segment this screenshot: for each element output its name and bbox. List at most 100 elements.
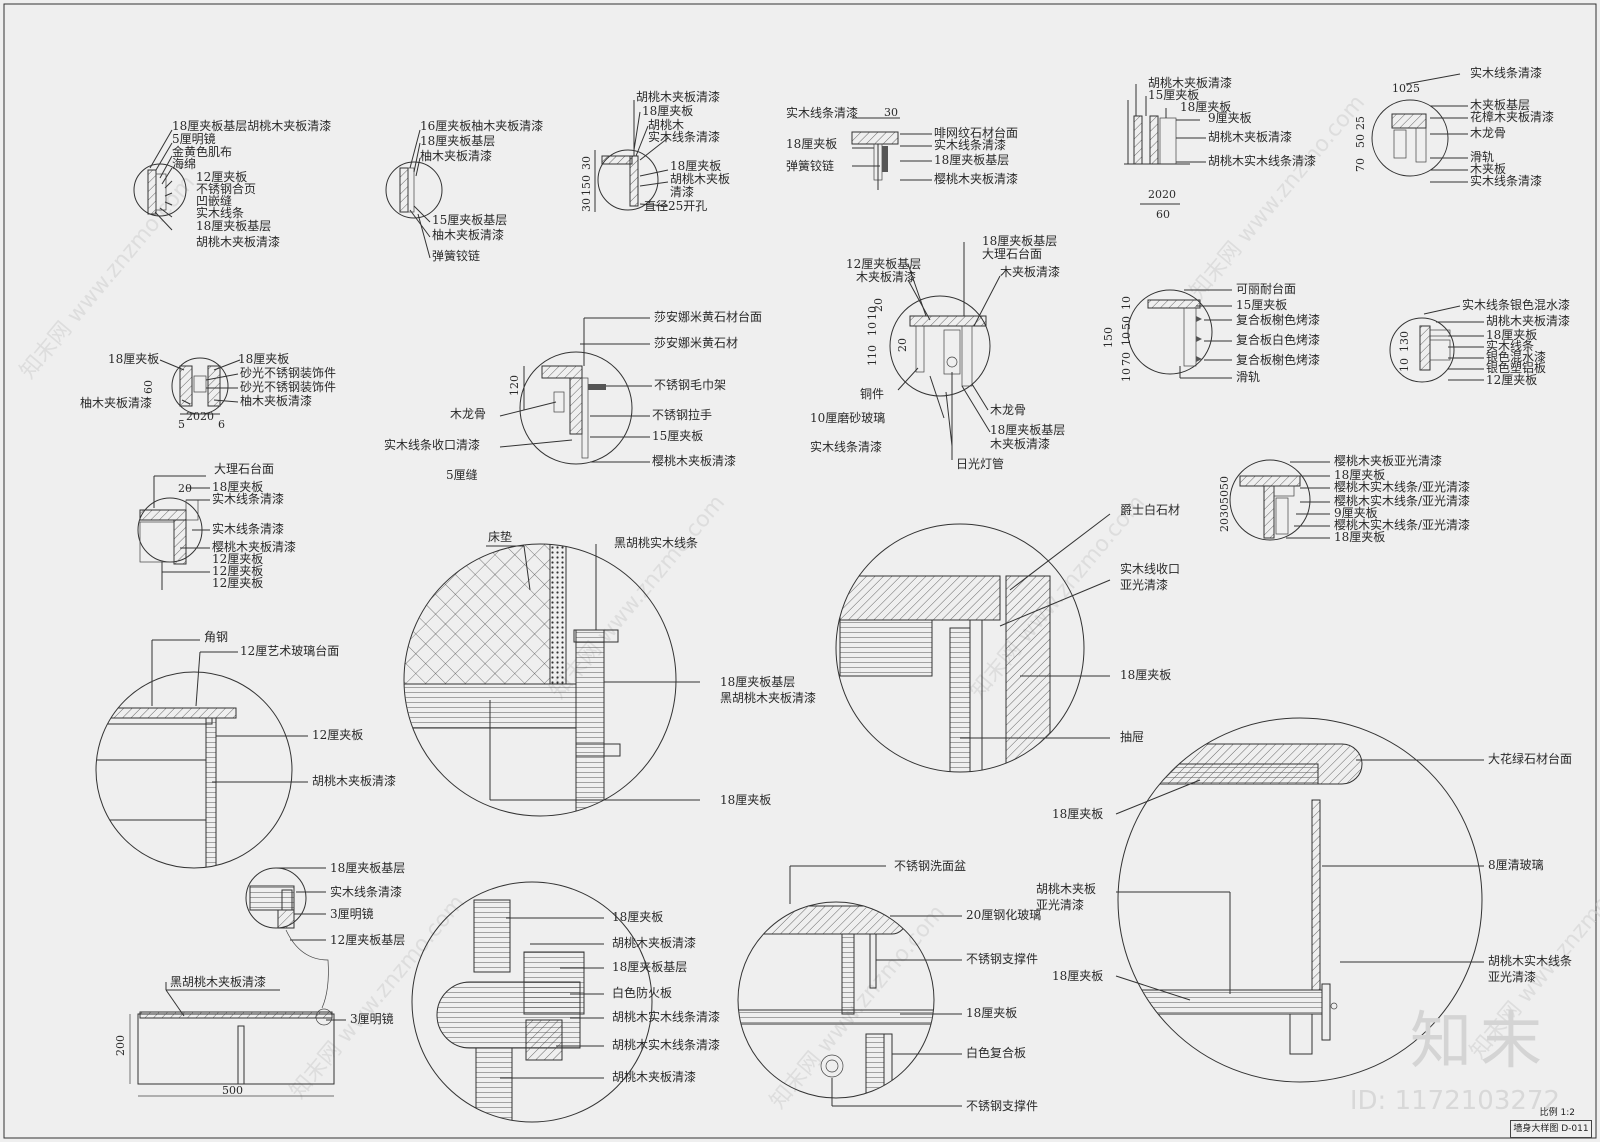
label: 5厘缝 — [446, 467, 478, 482]
label: 18厘夹板 — [1334, 530, 1385, 544]
dimension: 30 — [580, 156, 593, 170]
dimension: 1025 — [1392, 82, 1420, 95]
detail-12: 大理石台面 18厘夹板 实木线条清漆 实木线条清漆 樱桃木夹板清漆 12厘夹板 … — [137, 461, 296, 590]
label: 胡桃木夹板清漆 — [612, 935, 696, 950]
label: 大理石台面 — [982, 246, 1042, 261]
label: 银色混水漆 — [1486, 350, 1546, 364]
label: 柚木夹板清漆 — [80, 395, 152, 410]
dimension: 2020 — [186, 410, 214, 423]
dimension: 10 — [1120, 332, 1133, 346]
dimension: 50 — [1218, 476, 1231, 490]
label: 莎安娜米黄石材台面 — [654, 309, 762, 324]
label: 抽屉 — [1120, 730, 1144, 744]
label: 18厘夹板基层 — [420, 134, 495, 148]
detail-3: 胡桃木夹板清漆 18厘夹板 胡桃木 实木线条清漆 18厘夹板 胡桃木夹板 清漆 … — [580, 89, 730, 213]
label: 樱桃木夹板清漆 — [934, 171, 1018, 186]
label: 实木线条 — [196, 205, 244, 220]
label: 18厘夹板基层 — [990, 423, 1065, 437]
dimension: 30 — [1218, 504, 1231, 518]
label: 胡桃木夹板清漆 — [1148, 75, 1232, 90]
detail-8: 莎安娜米黄石材台面 莎安娜米黄石材 不锈钢毛巾架 木龙骨 不锈钢拉手 实木线条收… — [384, 309, 762, 482]
label: 18厘夹板基层 — [720, 675, 795, 689]
dimension: 10 — [1120, 296, 1133, 310]
label: 18厘夹板 — [1120, 668, 1171, 682]
label: 18厘夹板 — [670, 159, 721, 173]
label: 砂光不锈钢装饰件 — [240, 380, 336, 394]
label: 胡桃木夹板清漆 — [612, 1069, 696, 1084]
detail-11: 实木线条银色混水漆 胡桃木夹板清漆 18厘夹板 实木线条 银色混水漆 银色塑铝板… — [1389, 297, 1570, 387]
label: 实木线条清漆 — [934, 137, 1006, 152]
sheet-border — [3, 3, 1597, 1139]
label: 16厘夹板柚木夹板清漆 — [420, 118, 543, 133]
label: 18厘夹板 — [212, 480, 263, 494]
label: 实木线条清漆 — [330, 884, 402, 899]
label: 12厘艺术玻璃台面 — [240, 643, 339, 658]
dimension: 10 — [1120, 368, 1133, 382]
label: 胡桃木夹板清漆 — [196, 234, 280, 249]
label: 木夹板基层 — [1470, 98, 1530, 112]
label: 角钢 — [204, 630, 228, 644]
label: 木夹板 — [1470, 162, 1506, 176]
detail-2: 16厘夹板柚木夹板清漆 18厘夹板基层 柚木夹板清漆 15厘夹板基层 柚木夹板清… — [385, 118, 543, 263]
label: 18厘夹板 — [720, 793, 771, 807]
dimension: 10 — [866, 322, 879, 336]
label: 胡桃木夹板 — [1036, 881, 1096, 896]
label: 实木线条清漆 — [1470, 173, 1542, 188]
dimension: 10 — [866, 306, 879, 320]
label: 胡桃木实木线条清漆 — [612, 1037, 720, 1052]
label: 柚木夹板清漆 — [432, 227, 504, 242]
label: 12厘夹板 — [212, 576, 263, 590]
label: 亚光清漆 — [1120, 578, 1168, 592]
dimension: 70 — [1354, 158, 1367, 172]
detail-13: 樱桃木夹板亚光清漆 18厘夹板 樱桃木实木线条/亚光清漆 樱桃木实木线条/亚光清… — [1218, 453, 1470, 544]
label: 银色塑铝板 — [1486, 360, 1546, 375]
label: 18厘夹板基层 — [982, 234, 1057, 248]
dimension: 30 — [884, 106, 898, 119]
label: 海绵 — [172, 156, 196, 171]
watermark-text: 知末网 www.znzmo.com — [545, 491, 730, 704]
label: 胡桃木实木线条 — [1488, 953, 1572, 968]
dimension: 20 — [896, 338, 909, 352]
label: 18厘夹板基层胡桃木夹板清漆 — [172, 118, 331, 133]
label: 18厘夹板基层 — [330, 861, 405, 875]
label: 胡桃木夹板清漆 — [1486, 313, 1570, 328]
label: 12厘夹板 — [312, 728, 363, 742]
label: 18厘夹板 — [108, 352, 159, 366]
label: 不锈钢洗面盆 — [894, 859, 966, 873]
label: 胡桃木夹板清漆 — [1208, 129, 1292, 144]
label: 木龙骨 — [990, 403, 1026, 417]
label: 黑胡桃木夹板清漆 — [170, 974, 266, 989]
label: 不锈钢毛巾架 — [654, 378, 726, 392]
dimension: 50 — [1218, 490, 1231, 504]
dimension: 5 — [178, 418, 185, 431]
label: 凹嵌缝 — [196, 193, 232, 208]
dimension: 70 — [1120, 352, 1133, 366]
label: 清漆 — [670, 185, 694, 199]
dimension: 20 — [872, 298, 885, 312]
label: 15厘夹板基层 — [432, 213, 507, 227]
label: 18厘夹板基层 — [934, 153, 1009, 167]
label: 12厘夹板基层 — [846, 257, 921, 271]
label: 弹簧铰链 — [432, 248, 480, 263]
label: 亚光清漆 — [1036, 898, 1084, 912]
label: 18厘夹板 — [1052, 969, 1103, 983]
label: 胡桃木实木线条清漆 — [612, 1009, 720, 1024]
label: 20厘钢化玻璃 — [966, 908, 1041, 922]
label: 9厘夹板 — [1208, 111, 1252, 125]
label: 日光灯管 — [956, 456, 1004, 471]
label: 木夹板清漆 — [1000, 265, 1060, 279]
label: 9厘夹板 — [1334, 506, 1378, 520]
detail-16: 角钢 12厘艺术玻璃台面 12厘夹板 胡桃木夹板清漆 — [95, 630, 396, 869]
label: 8厘清玻璃 — [1488, 858, 1544, 872]
label: 胡桃木夹板清漆 — [312, 773, 396, 788]
label: 实木线条银色混水漆 — [1462, 297, 1570, 312]
detail-18: 18厘夹板 胡桃木夹板清漆 18厘夹板基层 白色防火板 胡桃木实木线条清漆 胡桃… — [411, 881, 720, 1123]
image-id-text: ID: 1172103272 — [1349, 1086, 1560, 1116]
dimension: 30 — [580, 198, 593, 212]
label: 爵士白石材 — [1120, 502, 1180, 517]
dimension: 10 — [1398, 358, 1411, 372]
dimension: 6 — [218, 418, 225, 431]
detail-14: 床垫 黑胡桃实木线条 18厘夹板基层 黑胡桃木夹板清漆 18厘夹板 — [403, 529, 816, 817]
label: 花樟木夹板清漆 — [1470, 109, 1554, 124]
dimension: 50 — [1354, 134, 1367, 148]
